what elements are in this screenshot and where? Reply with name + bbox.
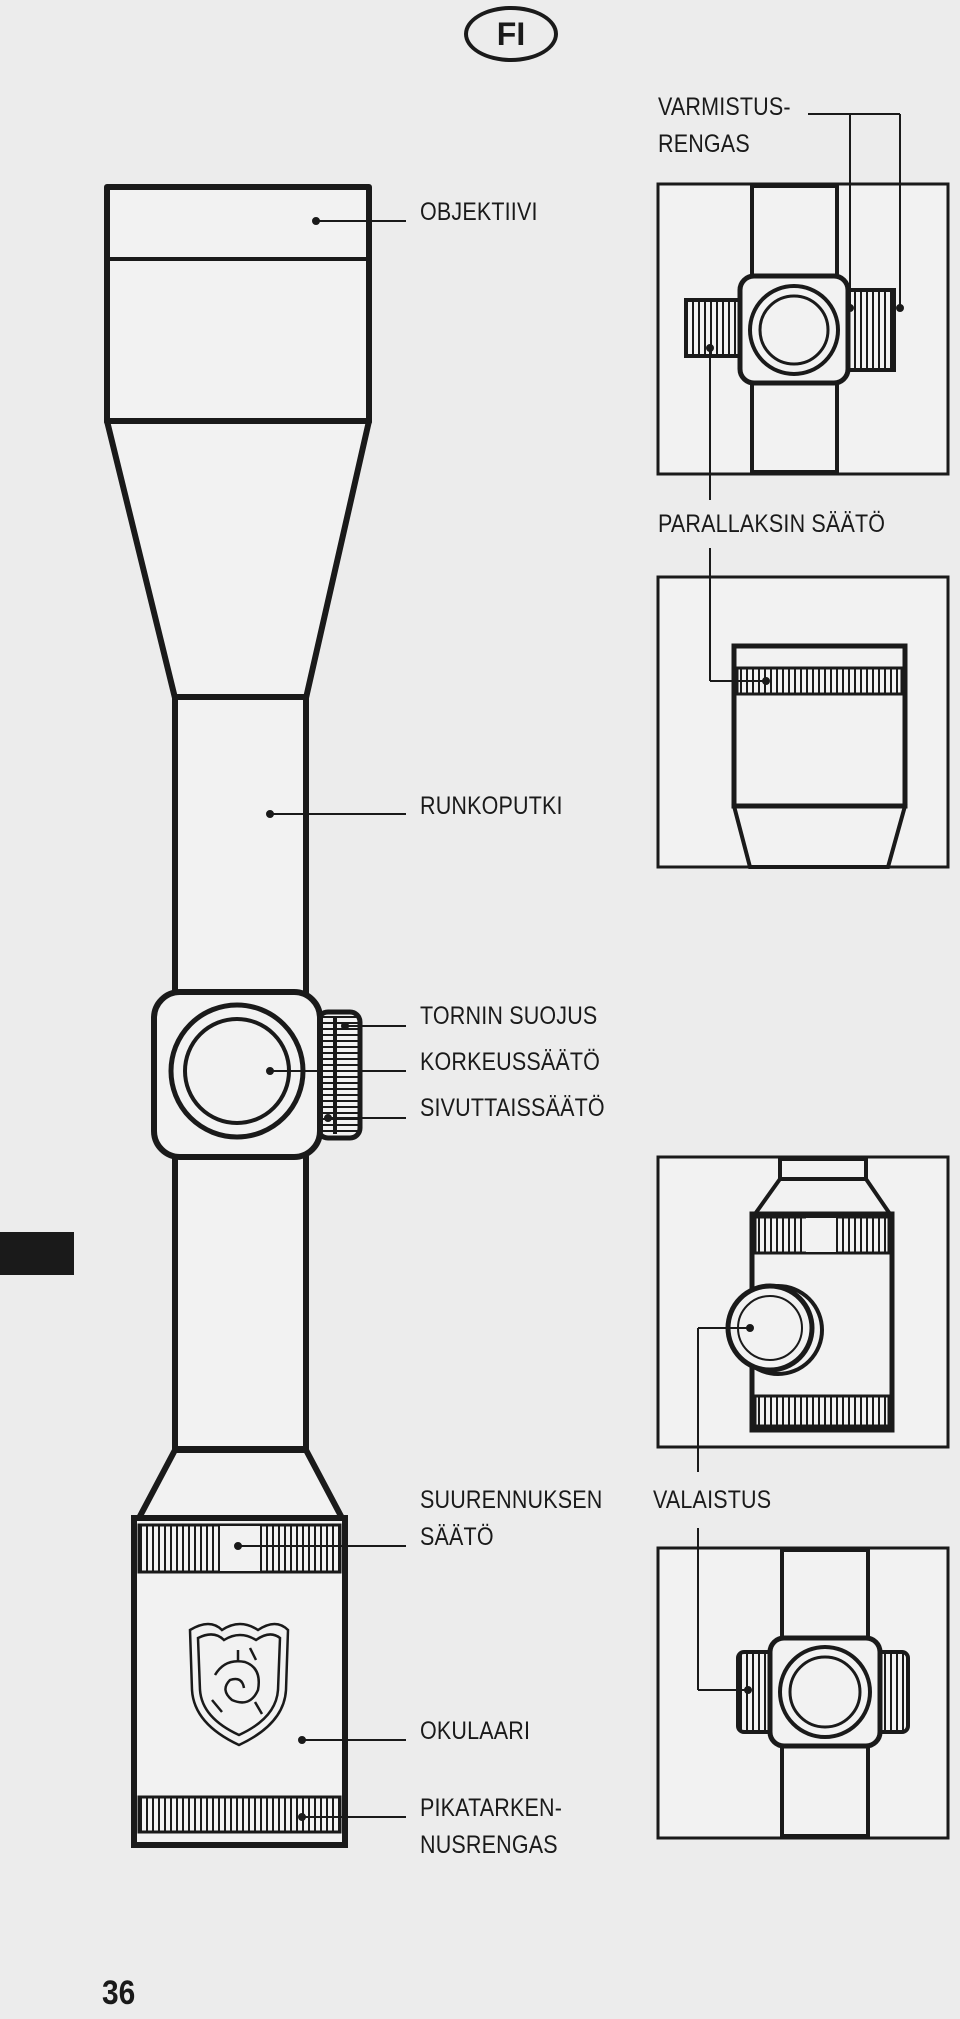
page-number: 36 [102,1974,136,2012]
label-tornin-suojus: TORNIN SUOJUS [420,1002,598,1030]
label-objektiivi: OBJEKTIIVI [420,198,538,226]
label-varmistusrengas-line1: VARMISTUS- [658,93,791,121]
section-tab-marker [0,1232,74,1275]
label-korkeussaato: KORKEUSSÄÄTÖ [420,1048,601,1076]
inset-illumination-side-view [656,1155,950,1449]
eyepiece-taper [136,1447,345,1521]
language-badge: FI [464,6,558,62]
inset-parallax-side-view [656,575,950,869]
label-okulaari: OKULAARI [420,1717,531,1745]
turret-assembly [151,989,363,1160]
illum-ring-knurl-bottom [753,1394,891,1428]
valaistus-leader [697,1324,754,1694]
label-pikatarkennusrengas-line1: PIKATARKEN- [420,1794,563,1822]
label-runkoputki: RUNKOPUTKI [420,792,563,820]
label-parallaksin-saato: PARALLAKSIN SÄÄTÖ [658,510,886,538]
objective-taper [104,418,372,701]
label-pikatarkennusrengas-line2: NUSRENGAS [420,1831,558,1859]
shield-emblem-icon [188,1622,290,1747]
label-suurennuksen-saato-line1: SUURENNUKSEN [420,1486,603,1514]
main-leader-lines [234,217,406,1821]
eyepiece-assembly [131,1515,348,1848]
label-suurennuksen-saato-line2: SÄÄTÖ [420,1523,494,1551]
parallaksin-leader [709,548,770,685]
inset-parallax-top-view [656,182,950,476]
locking-ring-knurl [844,288,896,372]
objective-bell [104,184,372,425]
varmistus-leader [706,113,904,500]
focus-ring-knurl [137,1795,342,1834]
scope-main-body [104,184,372,1521]
label-sivuttaissaato: SIVUTTAISSÄÄTÖ [420,1094,605,1122]
inset-illumination-top-view [656,1546,950,1840]
label-valaistus: VALAISTUS [653,1486,772,1514]
label-varmistusrengas-line2: RENGAS [658,130,750,158]
